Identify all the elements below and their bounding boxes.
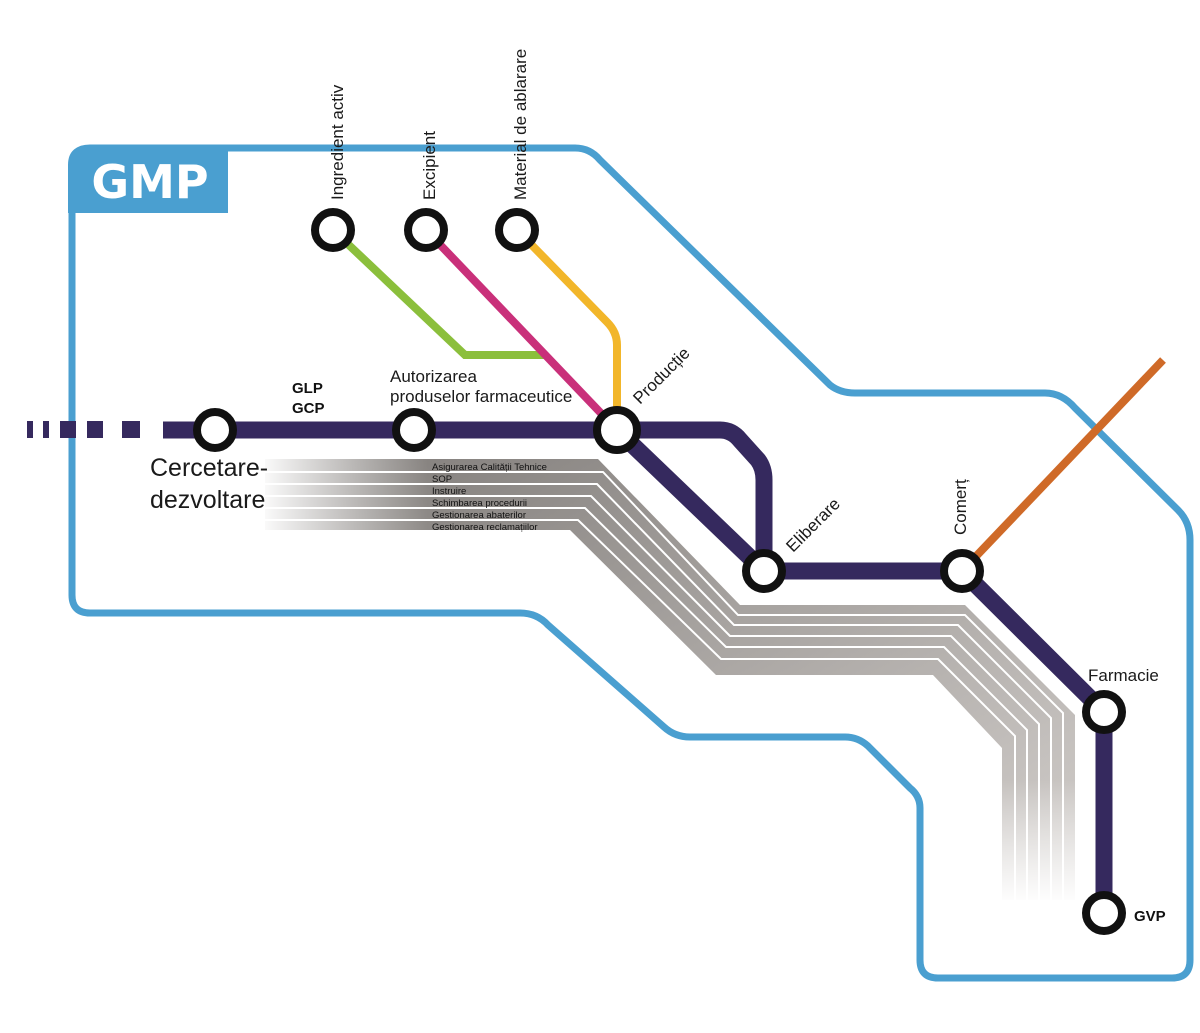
label-research-line1: Cercetare- bbox=[150, 454, 268, 482]
station-excipient bbox=[404, 208, 448, 252]
label-ingredient: Ingredient activ bbox=[328, 84, 347, 200]
label-gcp: GCP bbox=[292, 400, 325, 417]
ingredient-line bbox=[330, 227, 545, 359]
label-research-line2: dezvoltare bbox=[150, 486, 265, 514]
station-trade bbox=[940, 549, 984, 593]
gmp-boundary bbox=[68, 144, 1194, 982]
station-material bbox=[495, 208, 539, 252]
label-production: Producție bbox=[629, 344, 693, 408]
excipient-line bbox=[423, 227, 620, 433]
band-label: SOP bbox=[432, 474, 452, 485]
band-divider bbox=[265, 471, 1064, 900]
band-fade-bottom bbox=[995, 780, 1085, 905]
gmp-title-tab bbox=[68, 145, 228, 213]
quality-bands: Asigurarea Calității Tehnice SOP Instrui… bbox=[258, 452, 1085, 905]
label-glp: GLP bbox=[292, 380, 323, 397]
band-divider bbox=[265, 519, 1016, 900]
label-authorization-line1: Autorizarea bbox=[390, 367, 477, 386]
main-line-dash bbox=[60, 421, 76, 438]
main-line bbox=[27, 421, 1113, 913]
band-label: Gestionarea reclamațiilor bbox=[432, 522, 538, 533]
station-pharmacy bbox=[1082, 690, 1126, 734]
band-divider bbox=[265, 495, 1040, 900]
band-divider bbox=[265, 483, 1052, 900]
main-line-track bbox=[163, 421, 1113, 913]
gmp-title: GMP bbox=[91, 155, 208, 209]
band-label: Asigurarea Calității Tehnice bbox=[432, 462, 547, 473]
station-production bbox=[593, 406, 641, 454]
station-research bbox=[193, 408, 237, 452]
main-line-dash bbox=[27, 421, 33, 438]
band-label: Schimbarea procedurii bbox=[432, 498, 527, 509]
trade-line bbox=[959, 357, 1166, 574]
band-fade-left bbox=[258, 452, 428, 537]
label-material: Material de ablarare bbox=[511, 49, 530, 200]
label-excipient: Excipient bbox=[420, 131, 439, 200]
station-authorization bbox=[392, 408, 436, 452]
material-line bbox=[514, 227, 621, 430]
label-release: Eliberare bbox=[782, 494, 844, 556]
label-gvp: GVP bbox=[1134, 908, 1166, 925]
label-pharmacy: Farmacie bbox=[1088, 666, 1159, 685]
band-divider bbox=[265, 507, 1028, 900]
main-line-dash bbox=[87, 421, 103, 438]
label-trade: Comerț bbox=[951, 479, 970, 535]
label-authorization-line2: produselor farmaceutice bbox=[390, 387, 572, 406]
main-line-branch bbox=[611, 423, 770, 578]
band-label: Gestionarea abaterilor bbox=[432, 510, 526, 521]
station-release bbox=[742, 549, 786, 593]
band-label: Instruire bbox=[432, 486, 466, 497]
main-line-dash bbox=[43, 421, 49, 438]
station-gvp bbox=[1082, 891, 1126, 935]
station-ingredient bbox=[311, 208, 355, 252]
main-line-dash bbox=[122, 421, 140, 438]
